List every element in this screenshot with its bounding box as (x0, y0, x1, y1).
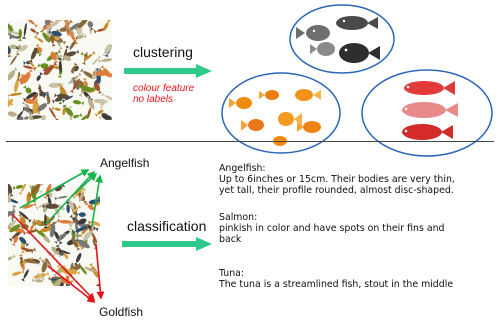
red-arrow-3 (96, 244, 101, 298)
description-line: The tuna is a streamlined fish, stout in… (219, 279, 453, 290)
description-salmon: Salmon: pinkish in color and have spots … (219, 212, 444, 245)
description-line: Up to 6inches or 15cm. Their bodies are … (219, 174, 455, 185)
green-arrow-4 (92, 176, 100, 226)
goldfish-label: Goldfish (99, 305, 143, 319)
description-title: Salmon: (219, 212, 444, 223)
description-line: back (219, 234, 444, 245)
description-angelfish: Angelfish: Up to 6inches or 15cm. Their … (219, 163, 455, 196)
description-line: yet tall, their profile rounded, almost … (219, 185, 455, 196)
description-tuna: Tuna: The tuna is a streamlined fish, st… (219, 268, 453, 290)
description-title: Angelfish: (219, 163, 455, 174)
angelfish-label: Angelfish (100, 156, 149, 170)
classification-arrow (122, 237, 212, 251)
red-arrow-1 (12, 214, 94, 300)
classification-label: classification (127, 218, 206, 234)
description-line: pinkish in color and have spots on their… (219, 223, 444, 234)
red-arrow-2 (48, 266, 94, 302)
description-title: Tuna: (219, 268, 453, 279)
